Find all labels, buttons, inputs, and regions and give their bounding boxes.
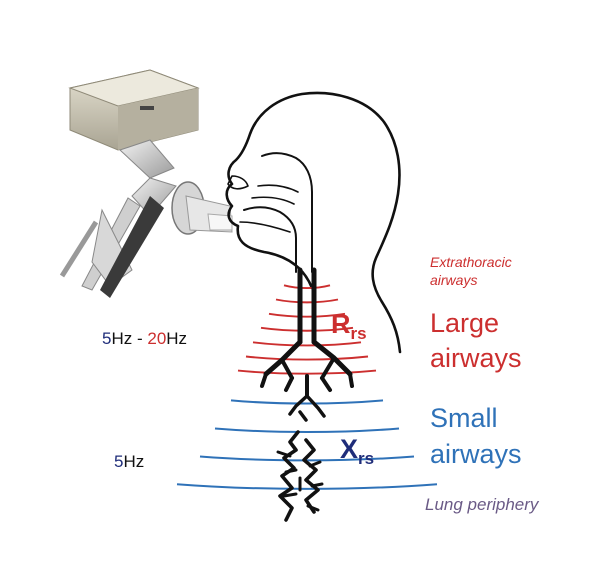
wave-arc: [260, 326, 354, 332]
rrs-label: Rrs: [331, 309, 367, 343]
wave-arc: [268, 312, 346, 318]
oscillometry-device-icon: [59, 69, 233, 298]
xrs-label: Xrs: [340, 434, 374, 468]
low-frequency-label: 5Hz: [114, 452, 144, 471]
small-airway-waves: [176, 399, 438, 490]
wave-arc: [237, 369, 377, 375]
extrathoracic-label: Extrathoracic airways: [430, 254, 516, 288]
wave-arc: [214, 427, 400, 434]
large-airway-waves: [237, 284, 377, 375]
head-profile-icon: [225, 91, 402, 354]
wave-arc: [245, 355, 369, 361]
wave-arc: [283, 284, 331, 290]
bronchial-tree-icon: [260, 267, 354, 522]
large-airways-label: Large airways: [430, 308, 522, 373]
wave-arc: [252, 341, 362, 347]
lung-periphery-label: Lung periphery: [425, 495, 540, 514]
wave-arc: [230, 399, 384, 405]
small-airways-label: Small airways: [430, 403, 522, 469]
wave-arc: [275, 298, 339, 304]
broad-frequency-label: 5Hz - 20Hz: [102, 329, 187, 348]
wave-arc: [176, 483, 438, 490]
